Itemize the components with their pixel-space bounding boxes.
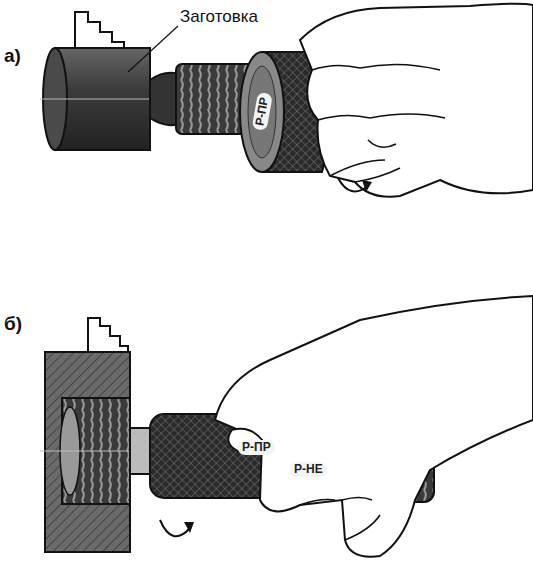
gauge-marking: Р-ПР <box>238 440 275 455</box>
part-name: Заготовка <box>180 8 258 27</box>
workpiece-section <box>45 352 130 552</box>
figure-letter: б) <box>4 314 22 335</box>
leader-line <box>128 26 178 72</box>
chuck-jaw <box>75 12 124 50</box>
figure-letter: а) <box>4 46 21 67</box>
chuck-jaw <box>88 318 128 352</box>
gauge-marking: Р-НЕ <box>290 462 327 477</box>
hand <box>300 4 533 197</box>
hand <box>215 296 533 557</box>
